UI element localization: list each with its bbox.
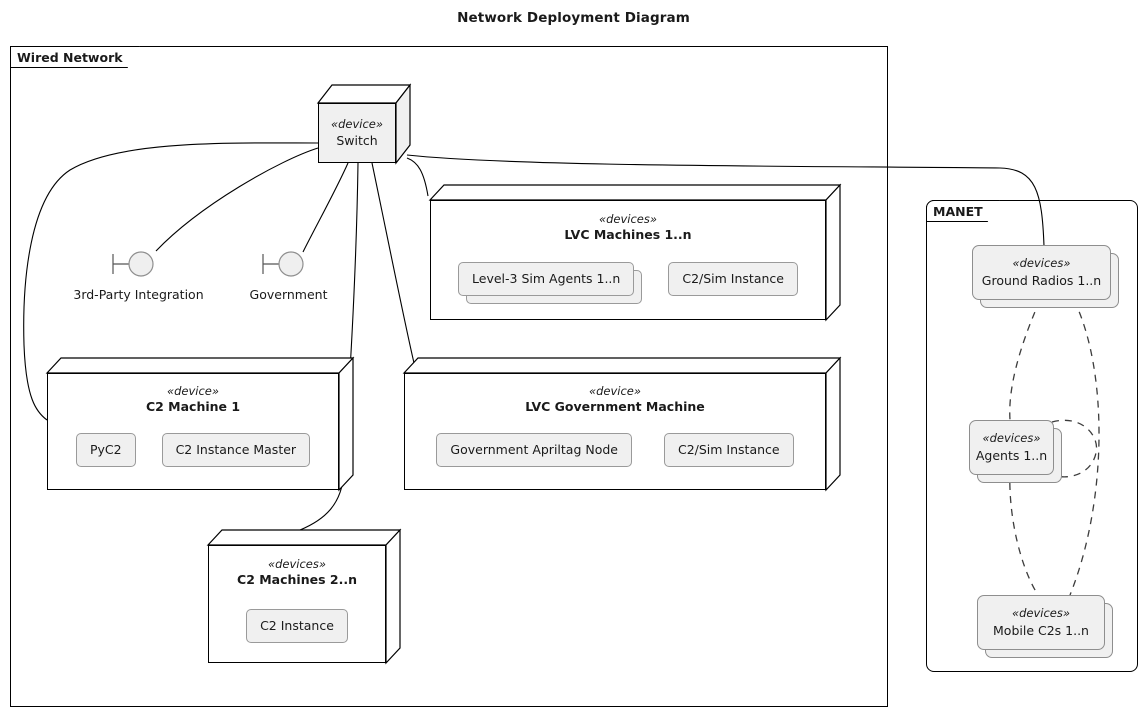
artifact-wrap: C2/Sim Instance — [663, 432, 794, 468]
artifact-wrap: C2 Instance — [246, 608, 348, 644]
node-c2-machines-2-n-name: C2 Machines 2..n — [237, 572, 357, 588]
artifact-government-apriltag-node[interactable]: Government Apriltag Node — [436, 432, 632, 468]
node-lvc-machines-name: LVC Machines 1..n — [564, 227, 692, 243]
switch-3d-shading — [316, 83, 412, 165]
node-lvc-government-machine-name: LVC Government Machine — [525, 399, 705, 415]
node-switch-stereotype: «device» — [331, 117, 383, 132]
artifact-c2-instance-master[interactable]: C2 Instance Master — [161, 432, 311, 468]
node-lvc-machines[interactable]: «devices» LVC Machines 1..n Level-3 Sim … — [428, 183, 842, 322]
node-ground-radios[interactable]: «devices» Ground Radios 1..n — [972, 245, 1119, 308]
node-mobile-c2s-name: Mobile C2s 1..n — [993, 622, 1089, 638]
c2-machine-1-3d-shading — [45, 356, 355, 492]
node-lvc-government-machine-stereotype: «device» — [589, 384, 641, 398]
node-c2-machine-1[interactable]: «device» C2 Machine 1 PyC2 C2 Instance M… — [45, 356, 355, 492]
interface-government-label: Government — [249, 287, 328, 302]
node-mobile-c2s[interactable]: «devices» Mobile C2s 1..n — [977, 595, 1113, 658]
region-manet-label: MANET — [933, 203, 983, 219]
artifact-wrap: Government Apriltag Node — [436, 432, 632, 468]
artifact-wrap: Level-3 Sim Agents 1..n — [458, 261, 643, 304]
artifact-c2-sim-instance[interactable]: C2/Sim Instance — [668, 261, 798, 297]
node-switch-name: Switch — [336, 132, 378, 148]
node-agents-stereotype: «devices» — [982, 431, 1041, 446]
region-manet-tab: MANET — [926, 200, 1000, 222]
artifact-pyc2[interactable]: PyC2 — [75, 432, 136, 468]
lvc-machines-3d-shading — [428, 183, 842, 322]
artifact-wrap: C2/Sim Instance — [668, 261, 798, 297]
region-wired-network-label: Wired Network — [17, 49, 123, 65]
node-c2-machines-2-n-stereotype: «devices» — [268, 557, 326, 571]
artifact-wrap: C2 Instance Master — [161, 432, 311, 468]
provided-interface-icon — [111, 251, 154, 277]
node-switch[interactable]: «device» Switch — [316, 83, 412, 165]
artifact-c2-instance[interactable]: C2 Instance — [246, 608, 348, 644]
c2-machines-n-3d-shading — [206, 528, 402, 665]
artifact-wrap: PyC2 — [75, 432, 136, 468]
interface-government[interactable]: Government — [216, 248, 361, 302]
page-title: Network Deployment Diagram — [457, 10, 690, 26]
artifact-c2-sim-instance[interactable]: C2/Sim Instance — [663, 432, 794, 468]
node-lvc-government-machine[interactable]: «device» LVC Government Machine Governme… — [402, 356, 842, 492]
node-ground-radios-name: Ground Radios 1..n — [981, 272, 1102, 288]
node-mobile-c2s-stereotype: «devices» — [1012, 606, 1070, 621]
provided-interface-icon — [261, 251, 304, 277]
region-wired-network: Wired Network — [10, 46, 888, 707]
region-wired-network-tab: Wired Network — [10, 46, 140, 68]
interface-third-party-integration-label: 3rd-Party Integration — [73, 287, 204, 302]
node-agents-name: Agents 1..n — [975, 447, 1048, 463]
node-lvc-machines-stereotype: «devices» — [599, 212, 657, 226]
node-c2-machine-1-stereotype: «device» — [167, 384, 219, 398]
node-c2-machines-2-n[interactable]: «devices» C2 Machines 2..n C2 Instance — [206, 528, 402, 665]
artifact-level3-sim-agents[interactable]: Level-3 Sim Agents 1..n — [458, 261, 635, 297]
interface-third-party-integration[interactable]: 3rd-Party Integration — [66, 248, 211, 302]
node-ground-radios-stereotype: «devices» — [1012, 256, 1071, 271]
node-c2-machine-1-name: C2 Machine 1 — [145, 399, 241, 415]
node-agents[interactable]: «devices» Agents 1..n — [969, 420, 1062, 483]
lvc-gov-3d-shading — [402, 356, 842, 492]
